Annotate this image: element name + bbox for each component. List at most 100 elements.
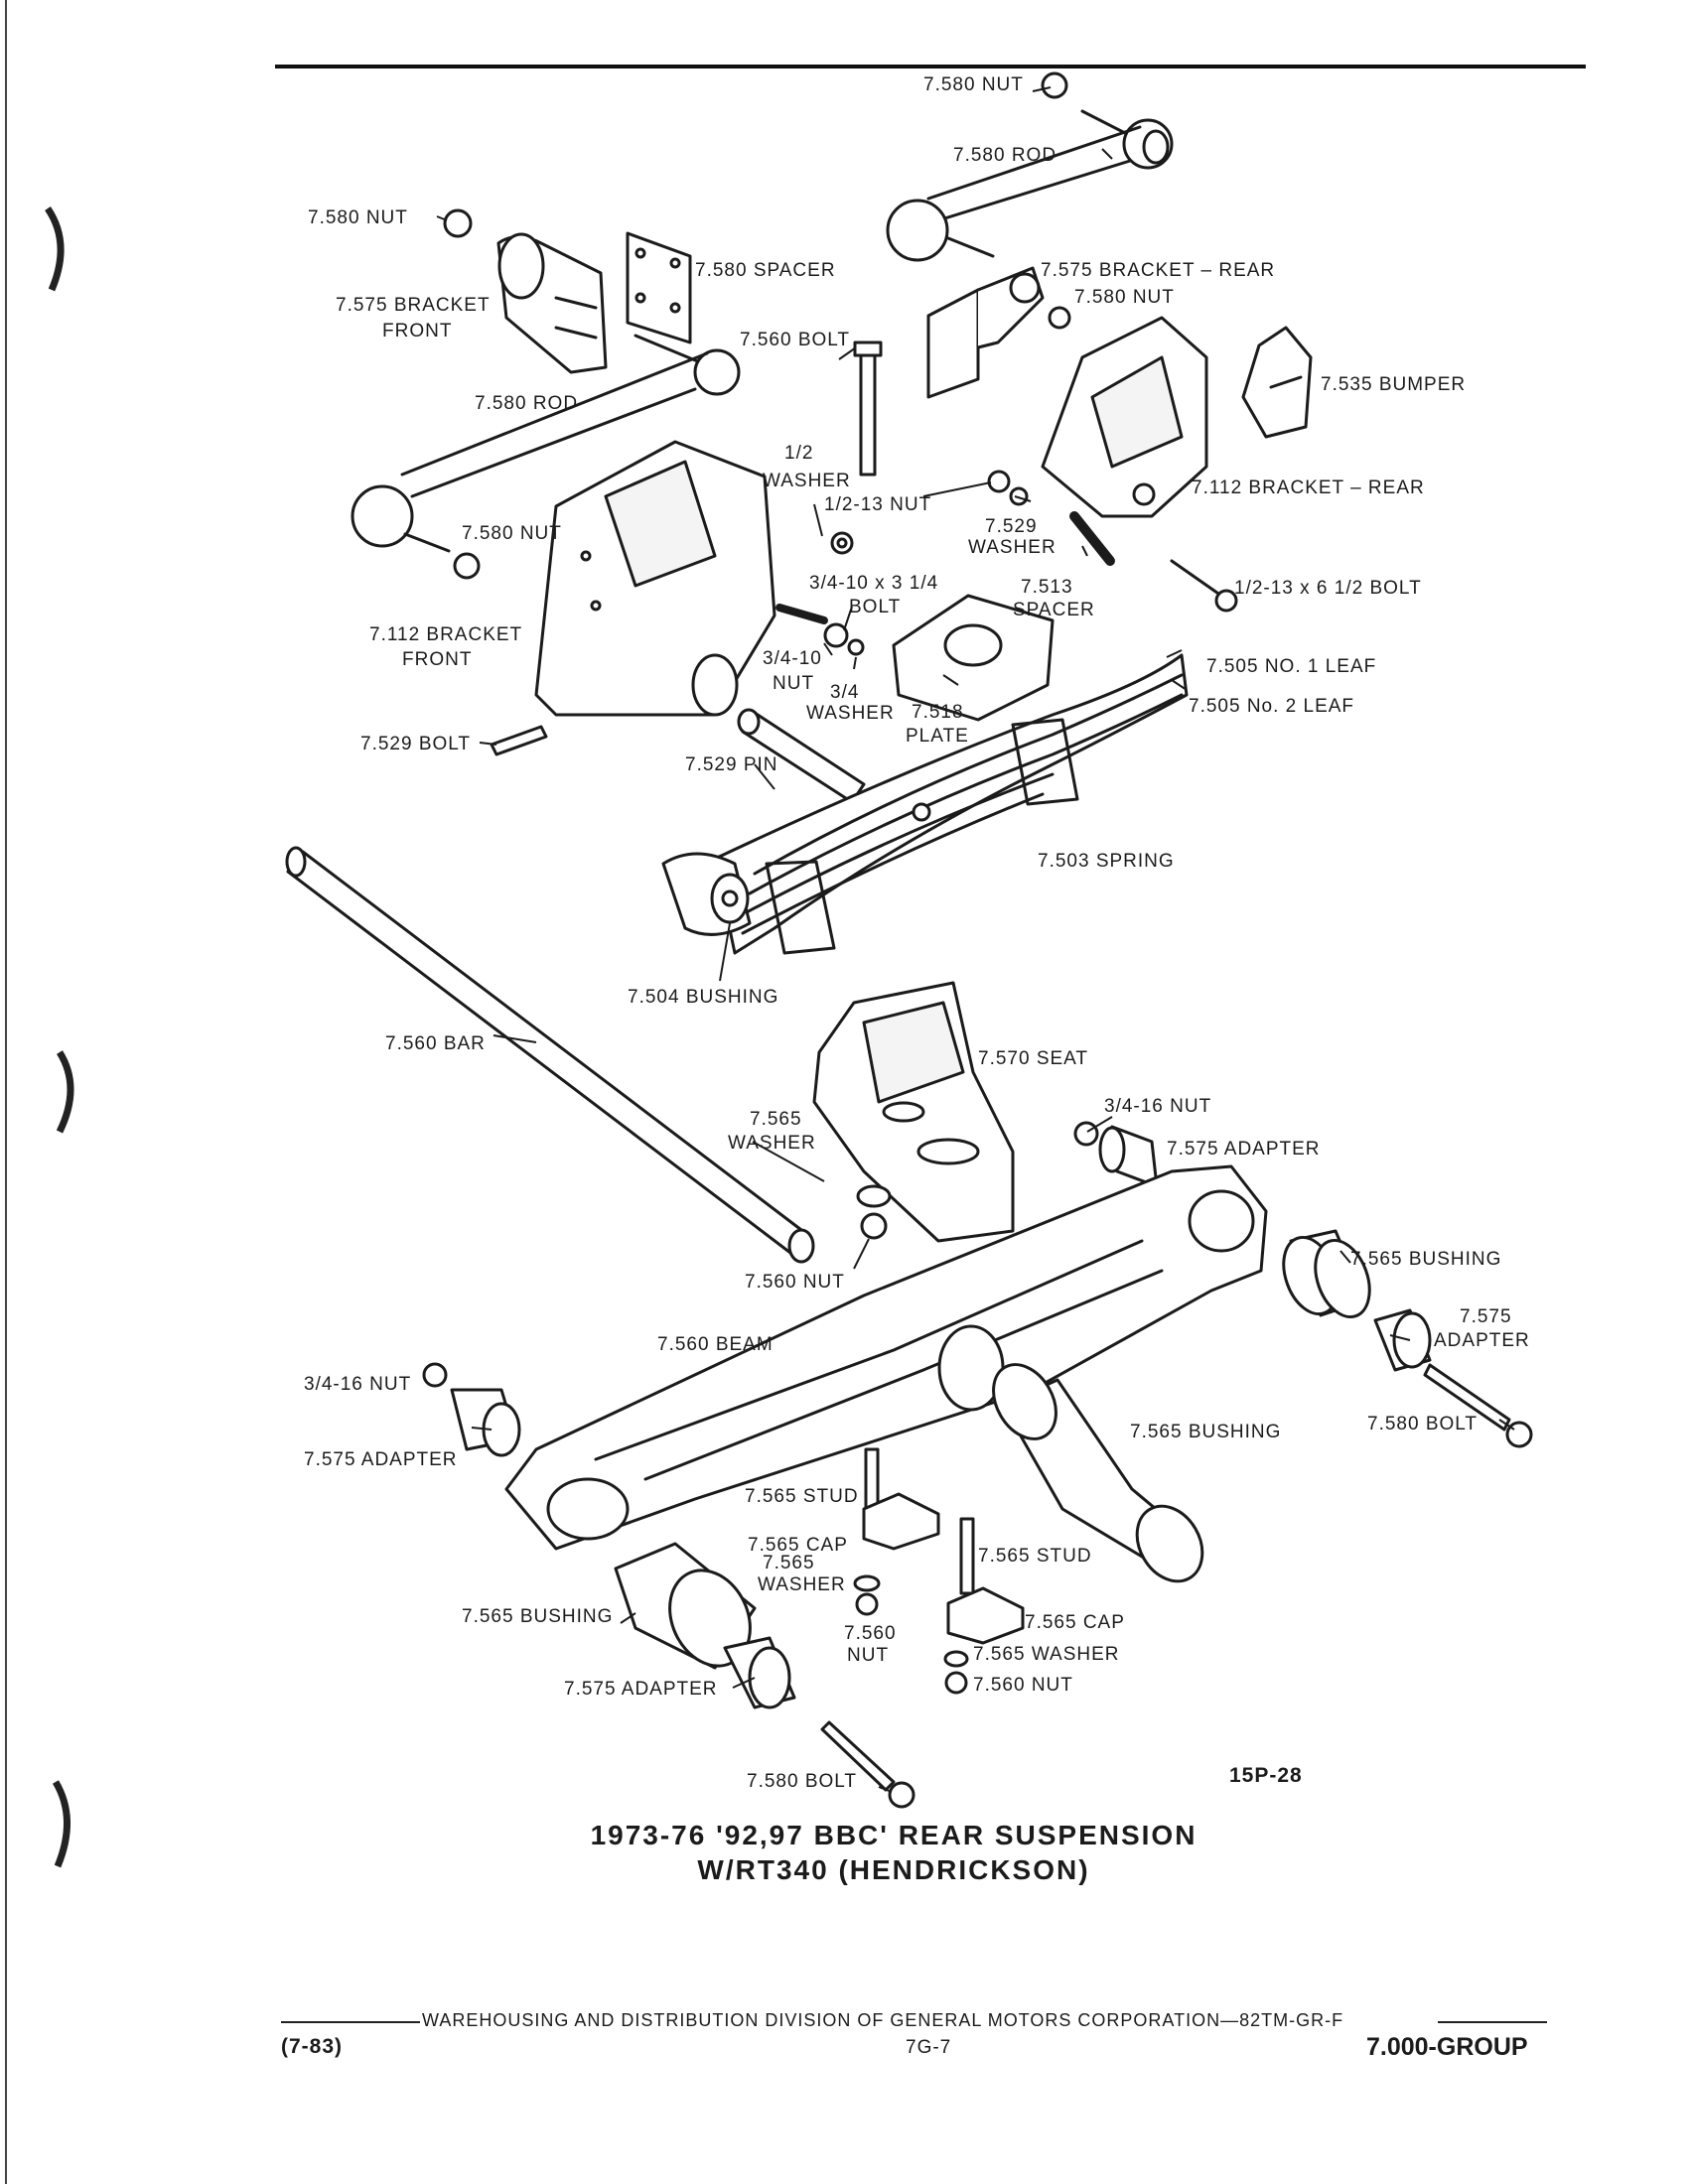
label-rod-top: 7.580 ROD [953, 145, 1056, 166]
seat-570-part [812, 981, 1015, 1243]
binder-mark-middle [56, 1050, 74, 1134]
bolt-580-bottom-part [820, 1720, 915, 1809]
adapter-575-right-part [1073, 1121, 1159, 1188]
bushing-565-left-part [614, 1542, 757, 1670]
plate-518-part [892, 594, 1055, 722]
label-bumper: 7.535 BUMPER [1321, 374, 1466, 395]
label-bracket-575-rear: 7.575 BRACKET – REAR [1041, 260, 1275, 281]
label-washer-half-1: 1/2 [784, 443, 813, 464]
label-nut-3416-left: 3/4-16 NUT [304, 1374, 411, 1395]
label-stud-565-right: 7.565 STUD [978, 1546, 1092, 1567]
label-washer-34-1: 3/4 [830, 682, 859, 703]
bushing-565-right-part [1282, 1229, 1371, 1319]
label-nut-top: 7.580 NUT [923, 74, 1024, 95]
label-nut-560-mid: 7.560 NUT [745, 1272, 845, 1293]
label-adapter-575-far-1: 7.575 [1460, 1306, 1512, 1327]
footer-group: 7.000-GROUP [1366, 2033, 1528, 2061]
footer-date: (7-83) [281, 2035, 344, 2058]
label-spring-503: 7.503 SPRING [1038, 851, 1175, 872]
beam-560-part [504, 1164, 1268, 1551]
adapter-575-bottom-part [723, 1636, 796, 1709]
label-bolt-529: 7.529 BOLT [360, 734, 471, 754]
label-nut-3416-right: 3/4-16 NUT [1104, 1096, 1211, 1117]
label-nut-580-rear: 7.580 NUT [1074, 287, 1175, 308]
label-nut-half13: 1/2-13 NUT [824, 494, 931, 515]
label-bracket-112-front-1: 7.112 BRACKET [369, 624, 522, 645]
label-cap-565-right: 7.565 CAP [1025, 1612, 1125, 1633]
label-bracket-112-front-2: FRONT [402, 649, 472, 670]
bracket-575-front-part [443, 208, 608, 374]
label-bracket-112-rear: 7.112 BRACKET – REAR [1192, 478, 1425, 498]
label-adapter-575-right: 7.575 ADAPTER [1167, 1139, 1321, 1160]
footer-rule-right [1438, 2021, 1547, 2023]
bolt-529-part [490, 725, 548, 756]
label-spacer-513-1: 7.513 [1021, 577, 1073, 598]
footer-division: WAREHOUSING AND DISTRIBUTION DIVISION OF… [422, 2010, 1344, 2030]
label-cap-565-left: 7.565 CAP [748, 1535, 848, 1556]
label-plate-518-1: 7.518 [912, 702, 964, 723]
label-bracket-575-front-2: FRONT [382, 321, 452, 341]
bushing-565-mid-part [992, 1363, 1204, 1583]
label-bracket-575-front-1: 7.575 BRACKET [336, 295, 491, 316]
footer-page: 7G-7 [906, 2037, 952, 2058]
label-washer-565-1: 7.565 [750, 1109, 802, 1130]
adapter-575-far-right-part [1373, 1308, 1432, 1372]
label-beam-560: 7.560 BEAM [657, 1334, 774, 1355]
label-pin-529: 7.529 PIN [685, 754, 778, 775]
label-rod-left: 7.580 ROD [475, 393, 578, 414]
label-bolt-580-bottom: 7.580 BOLT [747, 1771, 857, 1792]
label-washer-529-2: WASHER [968, 537, 1056, 558]
label-adapter-575-bottom: 7.575 ADAPTER [564, 1679, 718, 1700]
label-seat-570: 7.570 SEAT [978, 1048, 1088, 1069]
diagram-title-line2: W/RT340 (HENDRICKSON) [697, 1854, 1090, 1885]
label-nut-left: 7.580 NUT [308, 207, 408, 228]
bracket-112-rear-part [1041, 316, 1208, 518]
label-bushing-565-right: 7.565 BUSHING [1350, 1249, 1501, 1270]
small-hardware-upper [775, 470, 1238, 656]
label-nut-3410-1: 3/4-10 [763, 648, 822, 669]
washer-nut-565-mid [856, 1184, 892, 1240]
label-washer-34-2: WASHER [806, 703, 895, 724]
label-washer-565b-1: 7.565 [763, 1553, 815, 1573]
label-plate-518-2: PLATE [906, 726, 969, 747]
label-nut-560b-2: NUT [847, 1645, 889, 1666]
binder-mark-bottom [52, 1780, 70, 1868]
rod-top-part [886, 71, 1174, 262]
label-leaf1: 7.505 NO. 1 LEAF [1206, 656, 1376, 677]
label-bolt-half13x612: 1/2-13 x 6 1/2 BOLT [1234, 578, 1422, 599]
part-labels: 7.580 NUT 7.580 ROD 7.580 NUT 7.580 SPAC… [304, 74, 1530, 1792]
label-nut-580-mid: 7.580 NUT [462, 523, 562, 544]
spacer-580-part [626, 231, 692, 344]
label-bolt-580-right: 7.580 BOLT [1367, 1414, 1478, 1434]
label-washer-565b-2: WASHER [758, 1574, 846, 1595]
label-spacer-580: 7.580 SPACER [695, 260, 836, 281]
label-washer-565-right: 7.565 WASHER [973, 1644, 1120, 1665]
label-adapter-575-left: 7.575 ADAPTER [304, 1449, 458, 1470]
spring-503-part [661, 653, 1189, 955]
footer-rule-left [281, 2021, 420, 2023]
bar-560-part [285, 846, 815, 1264]
label-washer-half-2: WASHER [763, 471, 851, 491]
label-nut-560-right: 7.560 NUT [973, 1675, 1073, 1696]
label-bolt-34-2: BOLT [849, 597, 901, 617]
bumper-535-part [1241, 326, 1313, 439]
diagram-title-line1: 1973-76 '92,97 BBC' REAR SUSPENSION [590, 1820, 1197, 1850]
figure-id: 15P-28 [1229, 1764, 1303, 1787]
label-bushing-504: 7.504 BUSHING [628, 987, 778, 1008]
label-leaf2: 7.505 No. 2 LEAF [1189, 696, 1354, 717]
bolt-560-part [853, 341, 883, 477]
label-nut-3410-2: NUT [773, 673, 814, 694]
label-bushing-565-mid: 7.565 BUSHING [1130, 1422, 1281, 1442]
label-bolt-34-1: 3/4-10 x 3 1/4 [809, 573, 938, 594]
stud-cap-hardware [853, 1447, 1025, 1695]
label-bushing-565-left: 7.565 BUSHING [462, 1606, 613, 1627]
bracket-112-front-part [534, 440, 776, 717]
label-bolt-560: 7.560 BOLT [740, 330, 850, 350]
label-washer-565-2: WASHER [728, 1133, 816, 1154]
label-adapter-575-far-2: ADAPTER [1434, 1330, 1530, 1351]
bracket-575-rear-part [926, 266, 1071, 399]
binder-mark-top [45, 206, 65, 292]
label-washer-529-1: 7.529 [985, 516, 1038, 537]
label-stud-565-left: 7.565 STUD [745, 1486, 859, 1507]
